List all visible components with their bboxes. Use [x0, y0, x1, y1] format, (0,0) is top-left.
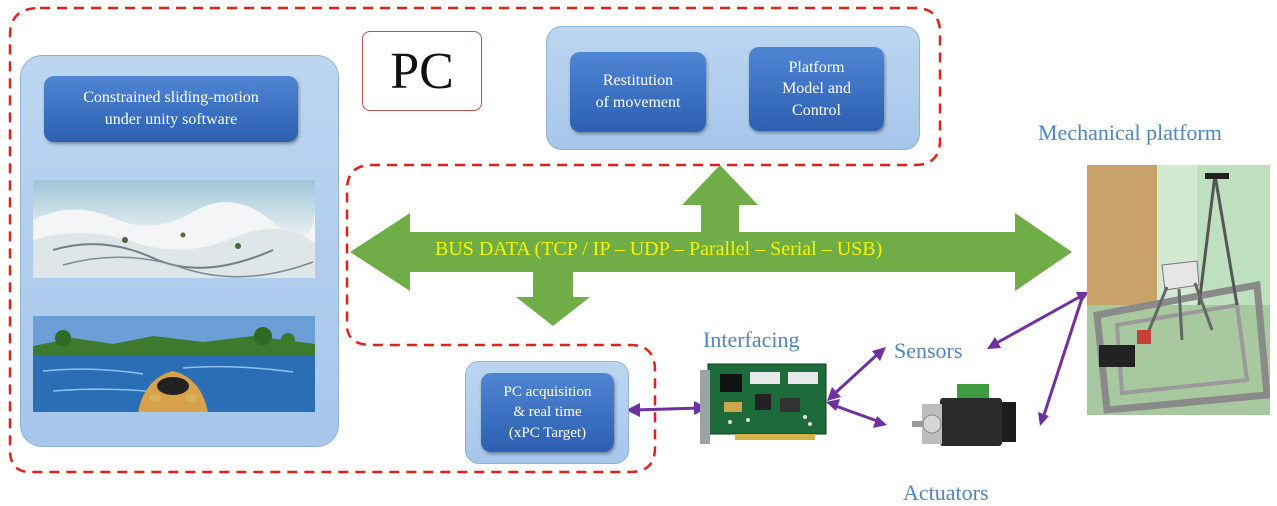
- sensors-label: Sensors: [894, 338, 963, 363]
- pc-label-box: PC: [362, 31, 482, 111]
- interfacing-label: Interfacing: [703, 327, 800, 352]
- interface-card-image: [700, 362, 828, 450]
- actuators-label: Actuators: [903, 480, 989, 505]
- acquisition-block: PC acquisition & real time (xPC Target): [481, 373, 614, 452]
- platform-model-label: Platform Model and Control: [782, 58, 851, 119]
- water-scene-drawing: [33, 316, 315, 412]
- bus-data-label: BUS DATA (TCP / IP – UDP – Parallel – Se…: [435, 238, 883, 260]
- restitution-block: Restitution of movement: [570, 52, 706, 132]
- connector-heads: [626, 292, 1089, 428]
- motor-drawing: [912, 384, 1016, 446]
- actuator-motor-image: [912, 378, 1024, 464]
- bus-up-arrow: [682, 165, 758, 232]
- bus-down-arrow: [516, 272, 590, 326]
- mechanical-platform-image: [1087, 165, 1270, 415]
- connectors: [633, 293, 1085, 424]
- bus-arrow: [350, 213, 1072, 291]
- platform-model-block: Platform Model and Control: [749, 47, 884, 131]
- water-scene-image: [33, 316, 315, 412]
- mechanical-platform-label: Mechanical platform: [1038, 120, 1222, 145]
- restitution-label: Restitution of movement: [595, 72, 681, 111]
- snow-terrain-drawing: [33, 202, 315, 278]
- software-title: Constrained sliding-motion under unity s…: [83, 89, 259, 128]
- platform-photo-drawing: [1087, 165, 1270, 415]
- interface-card-drawing: [700, 363, 827, 444]
- snow-scene-image: [33, 180, 315, 278]
- acquisition-label: PC acquisition & real time (xPC Target): [503, 384, 592, 441]
- pc-label: PC: [390, 42, 454, 100]
- software-title-block: Constrained sliding-motion under unity s…: [44, 76, 298, 142]
